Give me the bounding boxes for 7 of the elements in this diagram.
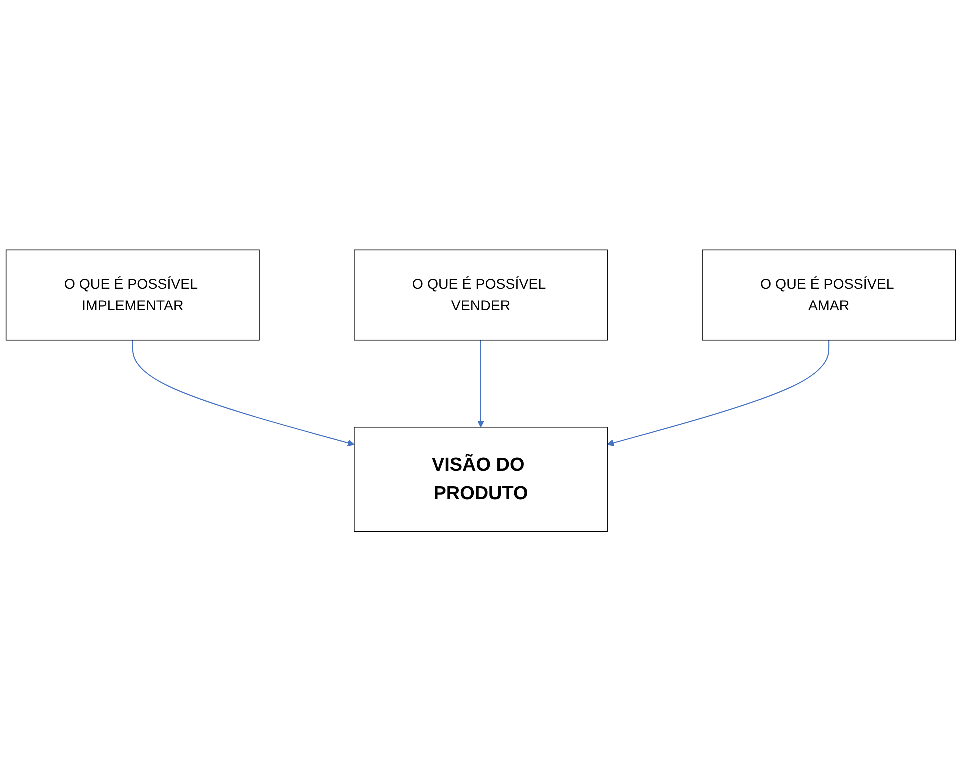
arrow (132, 340, 355, 446)
node-box: VISÃO DO PRODUTO (354, 426, 608, 532)
arrow (478, 340, 484, 428)
arrow (607, 340, 830, 446)
node-box: O QUE É POSSÍVEL VENDER (354, 249, 608, 340)
node-box: O QUE É POSSÍVEL AMAR (702, 249, 956, 340)
node-box: O QUE É POSSÍVEL IMPLEMENTAR (6, 249, 260, 340)
